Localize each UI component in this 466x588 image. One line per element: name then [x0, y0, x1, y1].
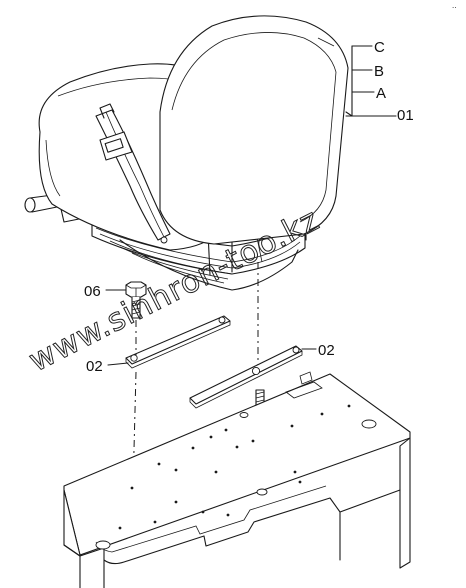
bracket-right — [189, 345, 303, 409]
bolt-left — [125, 281, 147, 319]
corner-mark: .. — [452, 1, 456, 10]
seat-backrest — [159, 15, 349, 245]
callout-a: A — [376, 85, 386, 102]
seat — [24, 15, 349, 291]
callout-c: C — [374, 39, 385, 56]
callout-b: B — [374, 63, 384, 80]
callout-bracket-left: 02 — [86, 358, 103, 375]
bracket-left — [125, 315, 231, 369]
leader-bracket-left — [107, 362, 129, 366]
seat-belt — [95, 103, 171, 244]
callout-seat-01: 01 — [397, 107, 414, 124]
callout-bracket-right: 02 — [318, 342, 335, 359]
callout-bolt-left: 06 — [84, 283, 101, 300]
callout-bracket-abc — [345, 45, 397, 117]
floor-plate — [63, 371, 411, 588]
